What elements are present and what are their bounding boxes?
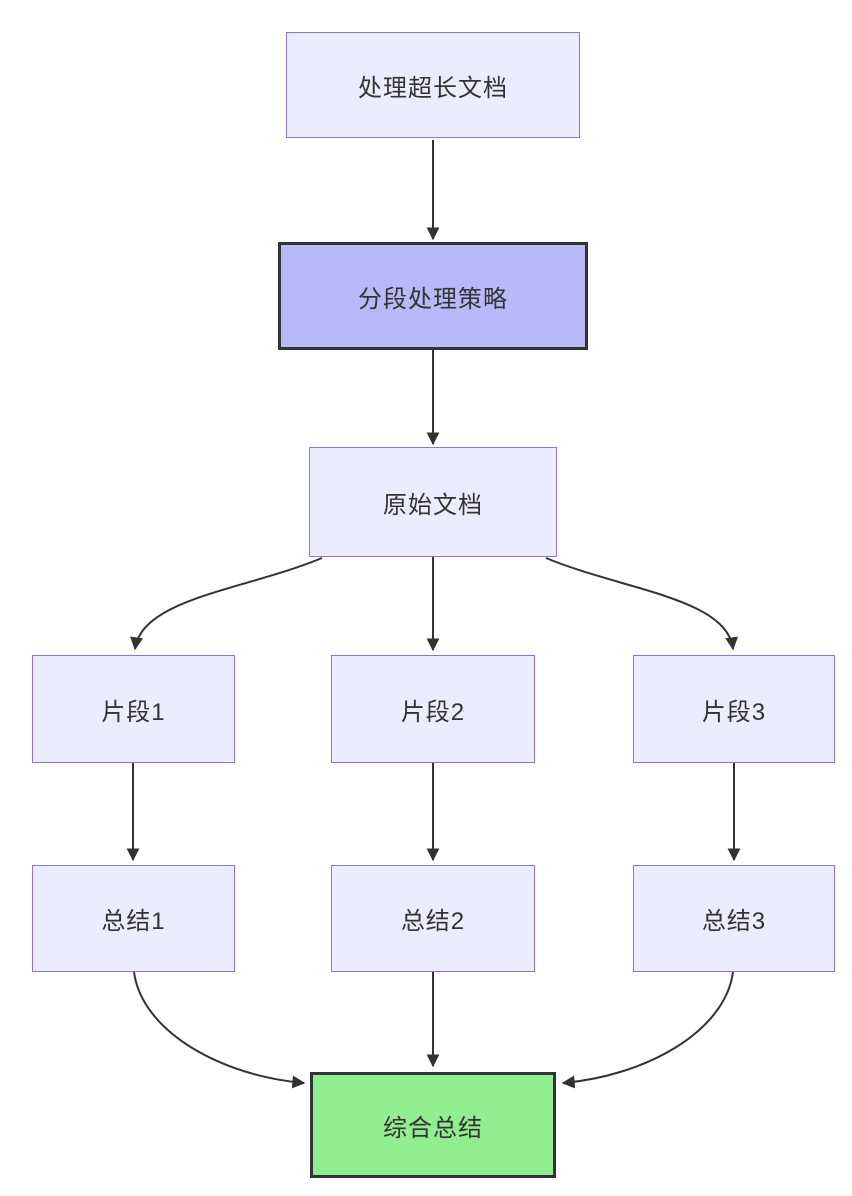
edge-source-to-chunk1: [130, 557, 323, 651]
edge-source-to-chunk3: [545, 557, 739, 651]
node-label: 综合总结: [383, 1114, 483, 1142]
node-summary-1: 总结1: [32, 865, 235, 972]
node-chunk-1: 片段1: [32, 655, 235, 763]
node-label: 总结2: [400, 908, 466, 935]
node-label: 片段2: [400, 698, 466, 726]
node-label: 原始文档: [383, 491, 483, 519]
node-label: 片段3: [701, 698, 767, 726]
node-summary-2: 总结2: [331, 865, 535, 972]
node-label: 总结3: [701, 908, 767, 935]
node-label: 片段1: [101, 698, 166, 726]
node-label: 分段处理策略: [358, 285, 508, 313]
node-summary-3: 总结3: [633, 865, 835, 972]
node-final-summary: 综合总结: [310, 1072, 556, 1178]
node-chunk-3: 片段3: [633, 655, 835, 763]
node-label: 总结1: [101, 908, 166, 935]
node-process-long-document: 处理超长文档: [286, 32, 580, 138]
node-segmentation-strategy: 分段处理策略: [278, 242, 588, 350]
edge-summary3-to-final: [561, 971, 734, 1089]
edge-summary1-to-final: [133, 971, 306, 1089]
node-chunk-2: 片段2: [331, 655, 535, 763]
node-original-document: 原始文档: [309, 447, 557, 557]
node-label: 处理超长文档: [358, 74, 508, 102]
